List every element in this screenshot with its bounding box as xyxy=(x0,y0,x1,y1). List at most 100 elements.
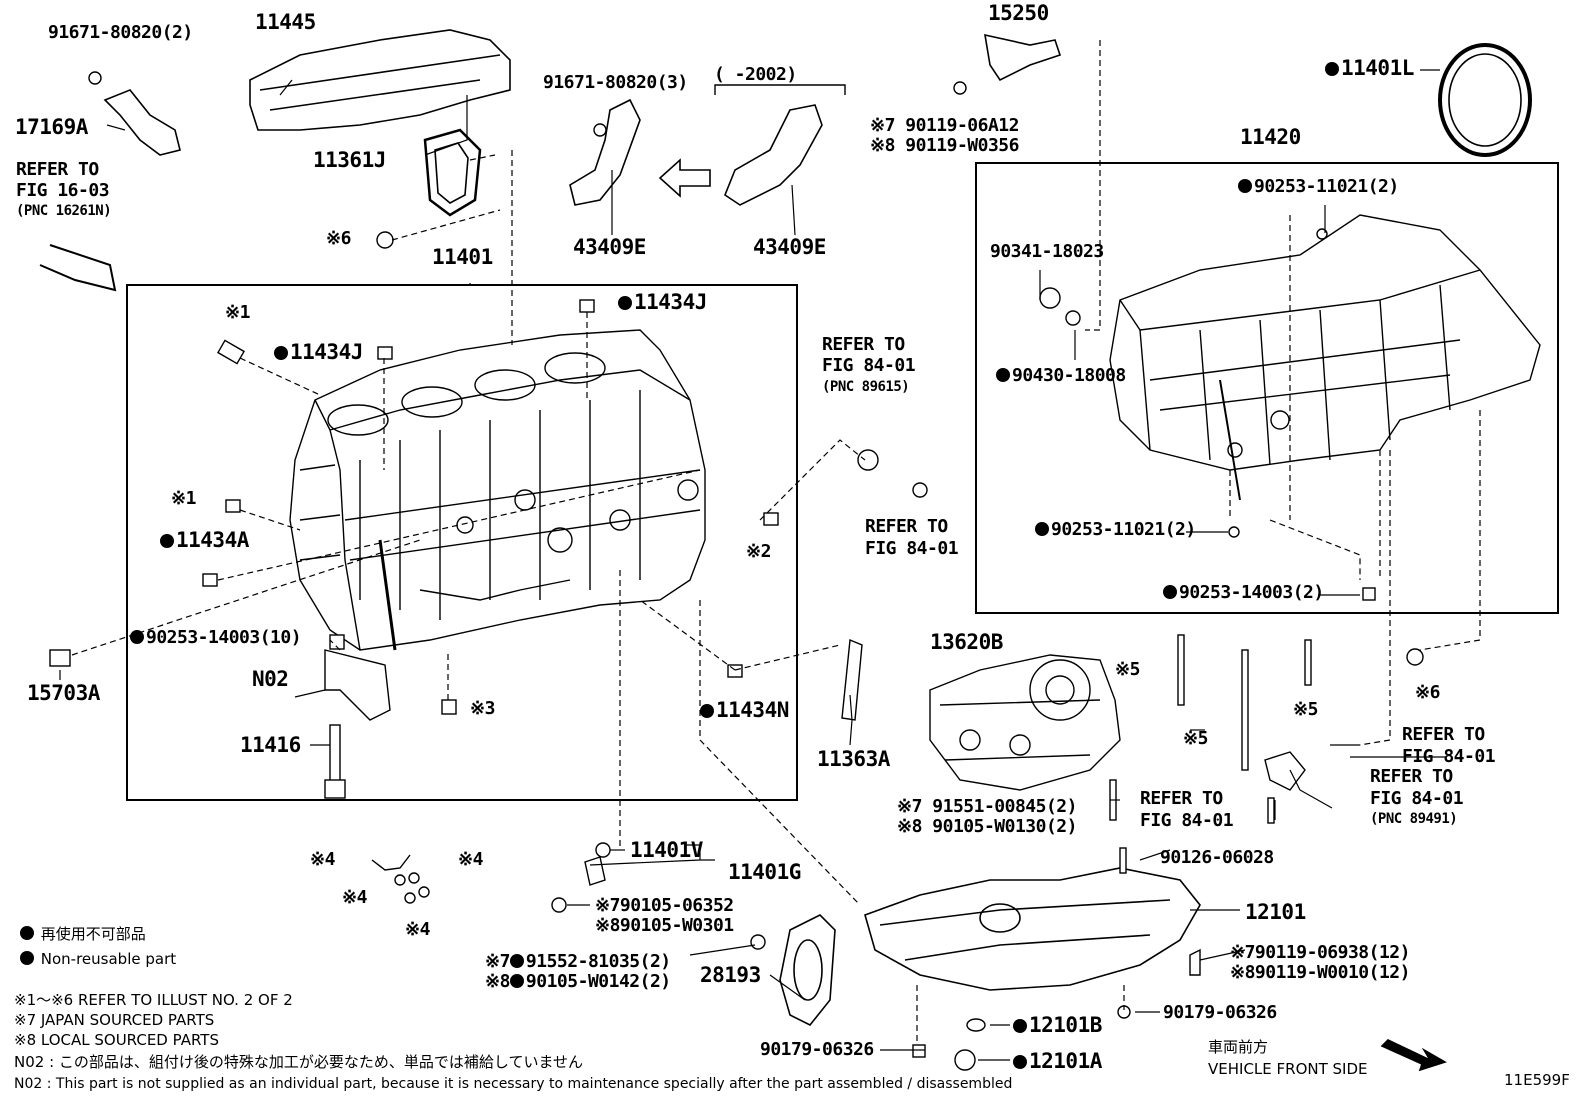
label-star2: ※2 xyxy=(746,541,771,562)
label-N02: N02 xyxy=(252,667,289,691)
refer-8401-b-line2: FIG 84-01 xyxy=(1402,746,1496,767)
nonreusable-dot-icon xyxy=(1238,179,1252,193)
label-90105-W0130: ※8 90105-W0130(2) xyxy=(897,816,1077,837)
bracket-17169A-drawing xyxy=(103,89,181,156)
oil-pan-lower-drawing xyxy=(864,867,1201,991)
label-star5-a: ※5 xyxy=(1115,659,1140,680)
refer-fig16-line2: FIG 16-03 xyxy=(16,180,110,201)
label-11445: 11445 xyxy=(255,10,316,34)
label-11401: 11401 xyxy=(432,245,493,269)
hose-drawing xyxy=(39,244,117,292)
legend-jp-nonreusable: 再使用不可部品 xyxy=(20,926,146,942)
label-43409E-b: 43409E xyxy=(753,235,826,259)
refer-89491-line3: (PNC 89491) xyxy=(1370,811,1458,827)
label-90253-14003-10: 90253-14003(10) xyxy=(130,629,302,647)
vehicle-front-en: VEHICLE FRONT SIDE xyxy=(1208,1060,1368,1078)
label-star6-b: ※6 xyxy=(1415,682,1440,703)
nonreusable-dot-icon xyxy=(509,954,524,968)
label-91551-00845: ※7 91551-00845(2) xyxy=(897,796,1077,817)
label-11420: 11420 xyxy=(1240,125,1301,149)
arrow-left xyxy=(658,158,711,198)
label-2002: ( -2002) xyxy=(714,64,797,85)
gasket-28193-drawing xyxy=(779,914,836,1027)
refer-fig16-line1: REFER TO xyxy=(16,159,99,180)
star7-marker: ※7 xyxy=(897,796,922,817)
nonreusable-dot-icon xyxy=(1013,1019,1027,1033)
label-90126-06028: 90126-06028 xyxy=(1160,847,1274,868)
label-43409E-a: 43409E xyxy=(573,235,646,259)
legend-note-1-6: ※1～※6 REFER TO ILLUST NO. 2 OF 2 xyxy=(14,991,293,1009)
nonreusable-dot-icon xyxy=(160,534,174,548)
label-17169A: 17169A xyxy=(15,115,88,139)
label-91671-80820-3: 91671-80820(3) xyxy=(543,72,688,93)
refer-8401-a-line2: FIG 84-01 xyxy=(865,538,959,559)
star8-marker: ※8 xyxy=(485,971,510,992)
label-star3: ※3 xyxy=(470,698,495,719)
refer-89491-line1: REFER TO xyxy=(1370,766,1453,787)
legend-n02-jp: N02 : この部品は、組付け後の特殊な加工が必要なため、単品では補給していませ… xyxy=(14,1053,584,1071)
label-star6-a: ※6 xyxy=(326,228,351,249)
label-star4-a: ※4 xyxy=(310,849,335,870)
legend-n02-en: N02 : This part is not supplied as an in… xyxy=(14,1076,1013,1092)
front-arrow-shape xyxy=(1380,1039,1447,1072)
bracket-43409E-a-drawing xyxy=(569,98,641,206)
label-91671-80820-2: 91671-80820(2) xyxy=(48,22,193,43)
part-90119-06A12: 90119-06A12 xyxy=(905,115,1019,136)
label-90119-W0010: ※890119-W0010(12) xyxy=(1230,962,1410,983)
star8-marker: ※8 xyxy=(595,915,620,936)
label-11401G: 11401G xyxy=(728,860,801,884)
star8-marker: ※8 xyxy=(897,816,922,837)
star8-marker: ※8 xyxy=(870,135,895,156)
label-11363A: 11363A xyxy=(817,747,890,771)
legend-note-7: ※7 JAPAN SOURCED PARTS xyxy=(14,1011,215,1029)
small-parts xyxy=(49,71,1424,1071)
label-11434J-a: 11434J xyxy=(618,292,707,313)
nonreusable-dot-icon xyxy=(130,630,144,644)
refer-8401-b-line1: REFER TO xyxy=(1402,724,1485,745)
cylinder-block-group-box xyxy=(126,284,798,801)
oil-pan-upper-group-box xyxy=(975,162,1559,614)
nonreusable-dot-icon xyxy=(1013,1055,1027,1069)
refer-8401-c-line1: REFER TO xyxy=(1140,788,1223,809)
nonreusable-dot-icon xyxy=(1325,62,1339,76)
label-star4-c: ※4 xyxy=(342,887,367,908)
label-15703A: 15703A xyxy=(27,681,100,705)
nonreusable-dot-icon xyxy=(509,974,524,988)
label-90179-06326-b: 90179-06326 xyxy=(760,1039,874,1060)
label-90253-11021-b: 90253-11021(2) xyxy=(1035,521,1196,539)
refer-fig16-line3: (PNC 16261N) xyxy=(16,203,112,219)
label-90430-18008: 90430-18008 xyxy=(996,367,1126,385)
label-90119-06938: ※790119-06938(12) xyxy=(1230,942,1410,963)
nonreusable-dot-icon xyxy=(700,704,714,718)
nonreusable-dot-icon xyxy=(20,951,34,965)
label-11416: 11416 xyxy=(240,733,301,757)
solid-leaders xyxy=(59,69,1445,1061)
label-star4-b: ※4 xyxy=(458,849,483,870)
label-11434J-b: 11434J xyxy=(274,342,363,363)
star7-marker: ※7 xyxy=(870,115,895,136)
nonreusable-dot-icon xyxy=(1035,522,1049,536)
label-star1-a: ※1 xyxy=(225,302,250,323)
label-90253-11021-a: 90253-11021(2) xyxy=(1238,178,1399,196)
oil-pan-upper-drawing xyxy=(1109,214,1541,501)
label-11401V: 11401V xyxy=(630,838,703,862)
label-90105-W0301: ※890105-W0301 xyxy=(595,915,734,936)
label-11361J: 11361J xyxy=(313,148,386,172)
star7-marker: ※7 xyxy=(595,895,620,916)
star7-marker: ※7 xyxy=(1230,942,1255,963)
dashed-leaders xyxy=(71,40,1481,1045)
label-star5-b: ※5 xyxy=(1293,699,1318,720)
oil-seal-drawing xyxy=(1438,43,1532,157)
nonreusable-dot-icon xyxy=(618,296,632,310)
label-star5-c: ※5 xyxy=(1183,728,1208,749)
sensor-15250-drawing xyxy=(984,33,1062,82)
label-90119-W0356: ※8 90119-W0356 xyxy=(870,137,1019,155)
refer-89615-line1: REFER TO xyxy=(822,334,905,355)
star8-marker: ※8 xyxy=(1230,962,1255,983)
bracket-43409E-b-drawing xyxy=(724,104,823,206)
oil-pump-drawing xyxy=(929,654,1121,791)
